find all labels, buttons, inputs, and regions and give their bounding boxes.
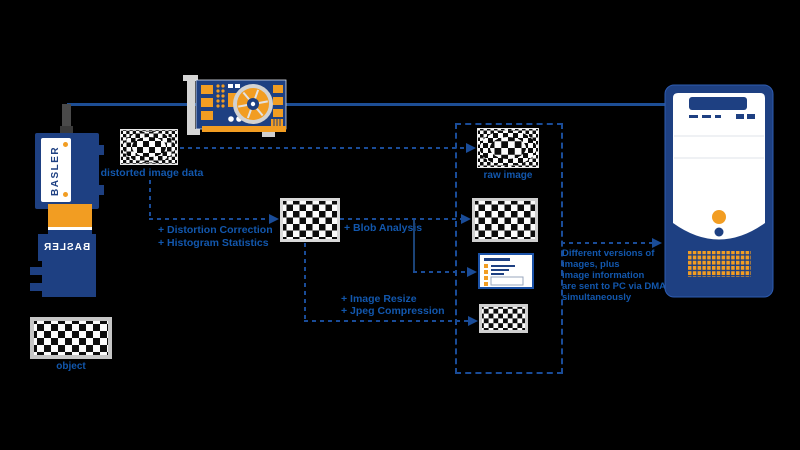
fan-icon — [233, 84, 273, 124]
dma-note-line: are sent to PC via DMA — [562, 281, 666, 292]
flow-line-raw — [180, 147, 466, 149]
meta-window-title-bar — [484, 258, 510, 261]
camera-lens-section: BASLER — [38, 234, 96, 261]
flow-line-resize-down — [304, 243, 306, 321]
signal-line-main — [67, 103, 665, 106]
arrow-meta-window-icon — [467, 267, 477, 277]
distorted-image-label: distorted image data — [100, 167, 204, 179]
card-hole — [228, 116, 234, 122]
card-chips-left — [201, 85, 213, 120]
arrow-output-corrected-icon — [461, 214, 471, 224]
flow-line-correction — [149, 218, 269, 220]
camera-mount-lug — [30, 283, 42, 291]
camera-logo-dot-icon — [63, 192, 68, 197]
flow-line-down — [149, 180, 151, 219]
camera-mount-lug — [30, 267, 42, 275]
histogram-statistics-label: + Histogram Statistics — [158, 237, 269, 249]
pc-front-panel — [673, 93, 765, 240]
camera-logo-dot-icon — [63, 142, 68, 147]
arrow-pc-icon — [652, 238, 662, 248]
dma-note: Different versions of images, plus image… — [562, 248, 666, 303]
card-bracket — [183, 75, 200, 135]
camera: BASLER BASLER — [30, 130, 106, 300]
checkerboard-resized-image — [479, 304, 528, 333]
flow-line-dma — [561, 242, 652, 244]
card-coil — [271, 119, 283, 126]
output-group-box — [455, 123, 563, 374]
camera-brand-mirrored: BASLER — [43, 242, 91, 253]
card-dip-grid — [216, 84, 225, 108]
camera-cable-connector — [60, 126, 73, 135]
branch-line-meta — [413, 220, 415, 272]
card-chip-mid — [228, 93, 237, 107]
camera-cable — [62, 104, 71, 134]
blob-analysis-label: + Blob Analysis — [344, 222, 423, 234]
pc-drive-bay — [689, 97, 747, 110]
checkerboard-object — [30, 317, 112, 359]
arrow-resized-image-icon — [468, 316, 478, 326]
raw-image-label: raw image — [483, 170, 533, 181]
meta-window-bullets — [484, 264, 488, 286]
camera-label-sticker: BASLER — [41, 138, 71, 202]
dma-note-line: simultaneously — [562, 292, 632, 303]
flow-line-resize — [304, 320, 468, 322]
meta-info-window — [478, 253, 534, 289]
camera-stripe-navy — [48, 230, 92, 234]
card-chips-right — [273, 85, 283, 117]
flow-line-blob — [340, 218, 461, 220]
checkerboard-corrected-image — [280, 198, 340, 242]
pc-vent-grid — [687, 251, 751, 277]
distortion-correction-label: + Distortion Correction — [158, 224, 273, 236]
checkerboard-corrected-output — [472, 198, 538, 242]
camera-mid-section — [48, 204, 92, 227]
object-label: object — [56, 361, 86, 372]
arrow-corrected-image-icon — [269, 214, 279, 224]
card-pad — [228, 84, 233, 88]
pc-tower — [664, 84, 774, 298]
camera-side-tab — [98, 185, 104, 195]
card-edge-strip — [202, 126, 286, 132]
jpeg-compression-label: + Jpeg Compression — [341, 305, 445, 317]
card-pad — [235, 84, 240, 88]
pc-reset-button — [714, 227, 724, 237]
camera-mount-block — [42, 261, 96, 297]
camera-stripe-white — [48, 227, 92, 230]
camera-side-tab — [98, 145, 104, 155]
card-pcie-connector — [262, 132, 275, 137]
meta-window-text-lines — [491, 265, 515, 275]
dma-note-line: Different versions of — [562, 248, 655, 259]
flow-line-meta — [413, 271, 467, 273]
dma-note-line: image information — [562, 270, 645, 281]
frame-grabber-card — [183, 75, 287, 137]
checkerboard-distorted-image — [120, 129, 178, 165]
checkerboard-raw-image — [477, 128, 539, 168]
camera-brand-text: BASLER — [50, 145, 61, 196]
dma-note-line: images, plus — [562, 259, 620, 270]
pc-power-button — [712, 210, 726, 224]
meta-window-inner-box — [490, 276, 524, 286]
image-resize-label: + Image Resize — [341, 293, 417, 305]
pc-indicators — [689, 114, 755, 119]
arrow-raw-image-icon — [466, 143, 476, 153]
